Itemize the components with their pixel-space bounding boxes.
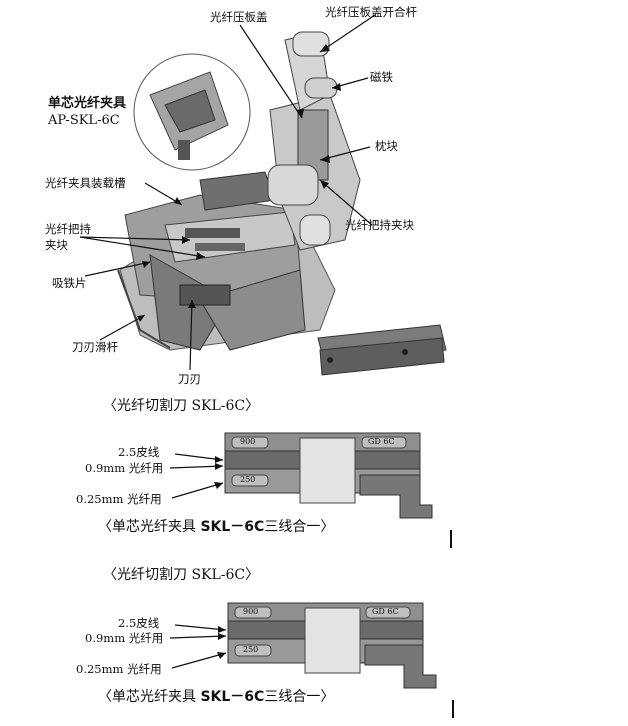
- clamp1-label-fiber-025: 0.25mm 光纤用: [76, 492, 162, 506]
- clamp2-label-fiber-09: 0.9mm 光纤用: [85, 631, 164, 645]
- label-press-cover: 光纤压板盖: [210, 10, 268, 24]
- caption-cleaver-repeat: 〈光纤切割刀 SKL-6C〉: [103, 567, 260, 583]
- clamp2-mark-250: 250: [243, 645, 259, 654]
- label-iron-plate: 吸铁片: [52, 276, 87, 290]
- clamp1-mark-250: 250: [240, 475, 256, 484]
- caption-clamp-2-prefix: 〈单芯光纤夹具: [98, 689, 201, 705]
- clamp2-mark-900: 900: [243, 607, 259, 616]
- label-blade-slider: 刀刃滑杆: [72, 340, 118, 354]
- clamp1-label-fiber-09: 0.9mm 光纤用: [85, 461, 164, 475]
- clamp2-label-fiber-025: 0.25mm 光纤用: [76, 662, 162, 676]
- caption-clamp-2-suffix: 三线合一〉: [264, 689, 335, 705]
- clamp2-mark-gd6c: GD 6C: [372, 607, 399, 616]
- clamp2-label-wire-25: 2.5皮线: [118, 616, 160, 630]
- caption-clamp-2-model: SKL－6C: [200, 689, 265, 705]
- label-magnet: 磁铁: [370, 70, 393, 84]
- label-clamp-title-1: 单芯光纤夹具: [48, 96, 127, 111]
- label-holder-block-left-1: 光纤把持: [45, 222, 91, 236]
- caption-clamp-1-model: SKL－6C: [200, 519, 265, 535]
- label-press-cover-lever: 光纤压板盖开合杆: [325, 5, 417, 19]
- caption-cleaver: 〈光纤切割刀 SKL-6C〉: [103, 398, 260, 414]
- clamp1-label-wire-25: 2.5皮线: [118, 445, 160, 459]
- caption-clamp-1-suffix: 三线合一〉: [264, 519, 335, 535]
- clamp1-mark-gd6c: GD 6C: [368, 437, 395, 446]
- label-clamp-slot: 光纤夹具装载槽: [45, 176, 126, 190]
- caption-clamp-2: 〈单芯光纤夹具 SKL－6C三线合一〉: [98, 686, 334, 706]
- label-holder-block-left-2: 夹块: [45, 238, 68, 252]
- text-cursor-2: [452, 700, 454, 718]
- caption-clamp-1-prefix: 〈单芯光纤夹具: [98, 519, 201, 535]
- clamp1-mark-900: 900: [240, 437, 256, 446]
- label-blade: 刀刃: [178, 372, 201, 386]
- label-holder-block-right: 光纤把持夹块: [345, 218, 414, 232]
- cleaver-illustration: [79, 14, 447, 376]
- label-pillow-block: 枕块: [375, 139, 398, 153]
- caption-clamp-1: 〈单芯光纤夹具 SKL－6C三线合一〉: [98, 516, 334, 536]
- text-cursor-1: [450, 530, 452, 548]
- label-clamp-title-2: AP-SKL-6C: [48, 113, 120, 128]
